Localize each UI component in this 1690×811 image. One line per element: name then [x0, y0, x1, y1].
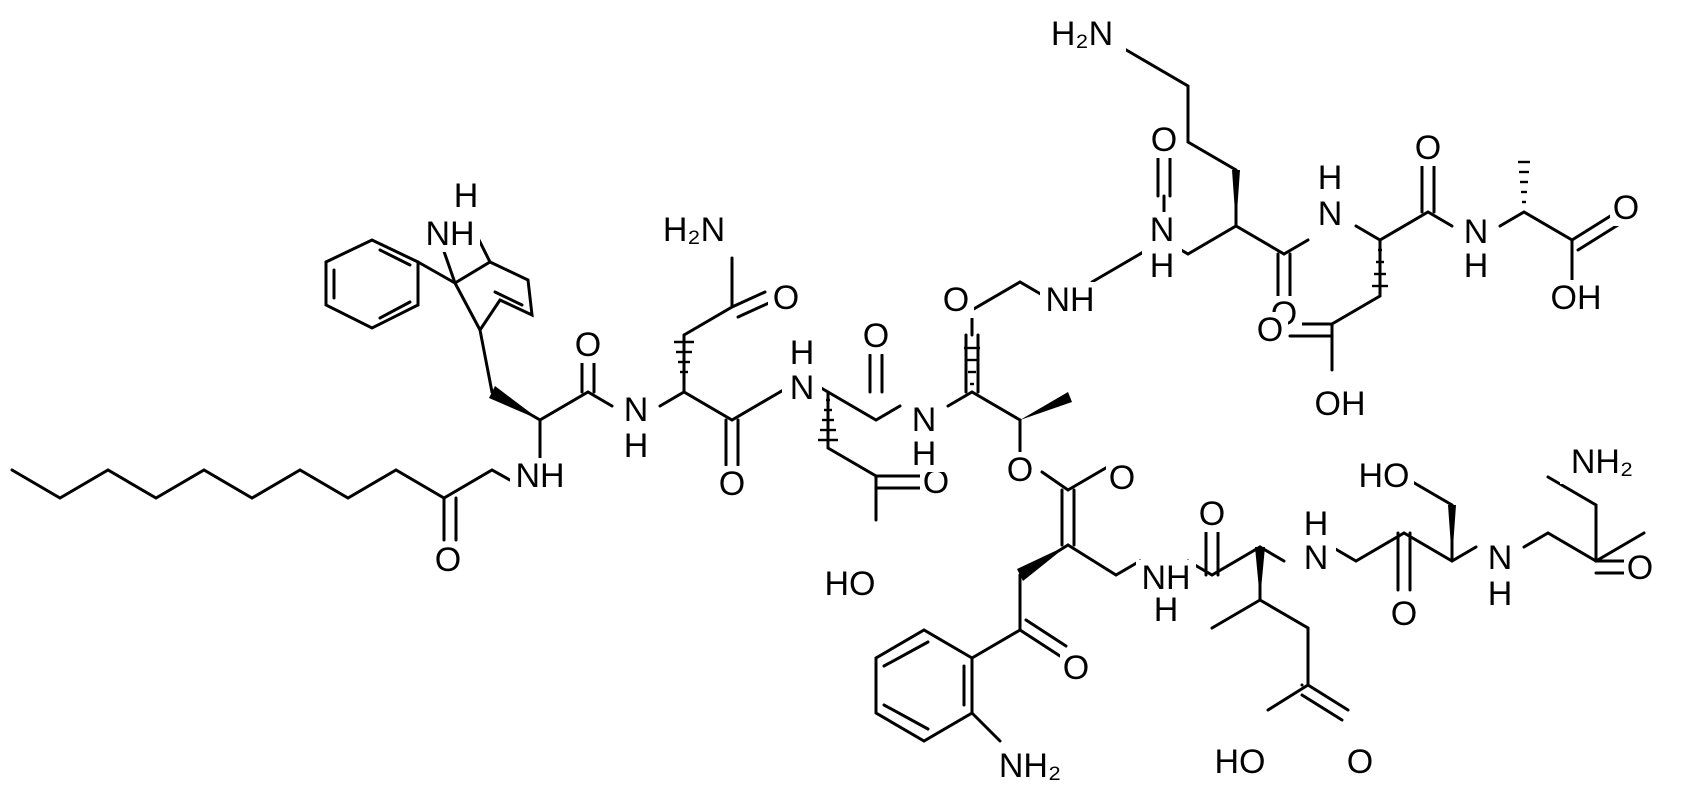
trp-amide-nh-label: NH [515, 457, 564, 495]
asn-carbonyl-o-label: O [719, 465, 745, 503]
gly-nterm-n-label: N [1488, 539, 1513, 577]
decanoyl-carbonyl-o-label: O [435, 541, 461, 579]
gly-nterm-carbonyl-o-label: O [1627, 549, 1653, 587]
gly-nterm-h-label: H [1488, 575, 1513, 613]
ser-carbonyl-o-label: O [1391, 595, 1417, 633]
atom-labels: NH O O H NH N H H₂N O O H N O HO O N H [420, 12, 1658, 788]
trp-carbonyl-o-label: O [575, 326, 601, 364]
thr-h-label: H [912, 435, 937, 473]
meglu-carbonyl-o-label: O [1199, 495, 1225, 533]
stereo-bonds [489, 160, 1530, 600]
asp2-n-label: N [1318, 195, 1343, 233]
kyn-aniline-nh2-label: NH₂ [999, 747, 1061, 785]
orn-h-label: H [1150, 247, 1175, 285]
bond-lines [10, 42, 1646, 743]
ala-oh-label: OH [1551, 279, 1602, 317]
indole-nh-label: NH [425, 215, 474, 253]
ser-h-label: H [1304, 505, 1329, 543]
gly-nterm-nh2-label: NH₂ [1571, 443, 1633, 481]
asp1-h-label: H [790, 334, 815, 372]
asp2-sidechain-o-label: O [1257, 311, 1283, 349]
thr-carbonyl-o-label: O [943, 281, 969, 319]
ser-sidechain-ho-label: HO [1359, 457, 1410, 495]
kyn-h-label: H [1154, 591, 1179, 629]
ala-carbonyl-o-label: O [1613, 189, 1639, 227]
kyn-ketone-o-label: O [1063, 649, 1089, 687]
gly-carbonyl-o-label: O [1151, 121, 1177, 159]
meglu-sidechain-ho-label: HO [1215, 743, 1266, 781]
ala-n-label: N [1464, 213, 1489, 251]
asp2-sidechain-oh-label: OH [1315, 385, 1366, 423]
asn-h-label: H [624, 427, 649, 465]
asp1-sidechain-ho-label: HO [825, 565, 876, 603]
orn-n-label: N [1150, 211, 1175, 249]
ser-n-label: N [1304, 539, 1329, 577]
meglu-sidechain-o-label: O [1347, 743, 1373, 781]
asn-n-label: N [624, 391, 649, 429]
asp1-carbonyl-o-label: O [863, 317, 889, 355]
asp1-n-label: N [790, 369, 815, 407]
ester-o-label: O [1007, 451, 1033, 489]
gly-nh-label: NH [1045, 281, 1094, 319]
asp2-carbonyl-o-label: O [1415, 129, 1441, 167]
asn-sidechain-h2n-label: H₂N [663, 211, 725, 249]
asp2-h-label: H [1318, 159, 1343, 197]
thr-n-label: N [912, 401, 937, 439]
indole-h-label: H [454, 177, 479, 215]
ester-carbonyl-o-label: O [1109, 459, 1135, 497]
asn-sidechain-o-label: O [773, 279, 799, 317]
orn-amine-h2n-label: H₂N [1051, 15, 1113, 53]
ala-h-label: H [1464, 247, 1489, 285]
kyn-nh-label: NH [1141, 559, 1190, 597]
